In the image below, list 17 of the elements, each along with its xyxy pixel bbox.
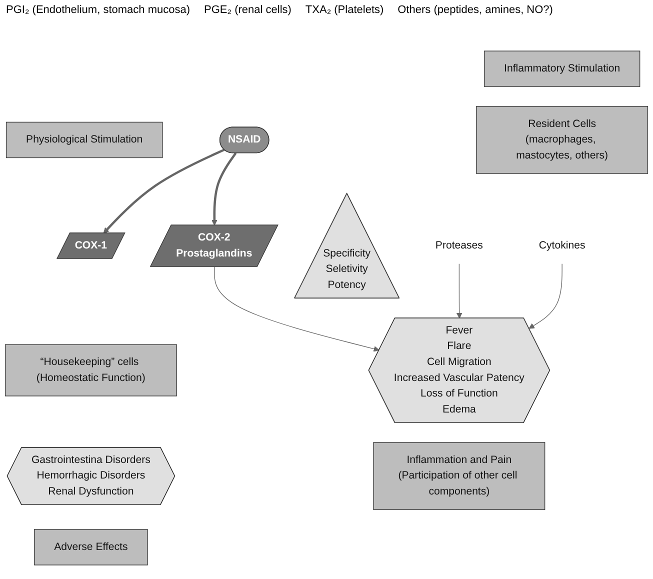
annotation-text: PGE₂ (renal cells) [204,4,292,16]
arrow [214,266,380,352]
node-box: Inflammation and Pain (Participation of other cell components) [373,442,546,510]
node-text: Cytokines [538,240,586,251]
annotation-text: Others (peptides, amines, NO?) [398,4,553,16]
annotation-text: TXA₂ (Platelets) [305,4,384,16]
node-box: Adverse Effects [34,529,148,566]
node-box: “Housekeeping” cells (Homeostatic Function) [4,344,177,396]
annotation-text: PGI₂ (Endothelium, stomach mucosa) [6,4,190,16]
arrow [456,263,462,318]
node-box: Physiological Stimulation [6,122,163,158]
arrow [212,152,237,226]
arrow [528,263,562,329]
node-text: Proteases [435,240,483,251]
node-box: Resident Cells (macrophages, mastocytes, others) [476,106,648,174]
node-box: Inflammatory Stimulation [484,50,640,87]
arrow [103,148,225,234]
